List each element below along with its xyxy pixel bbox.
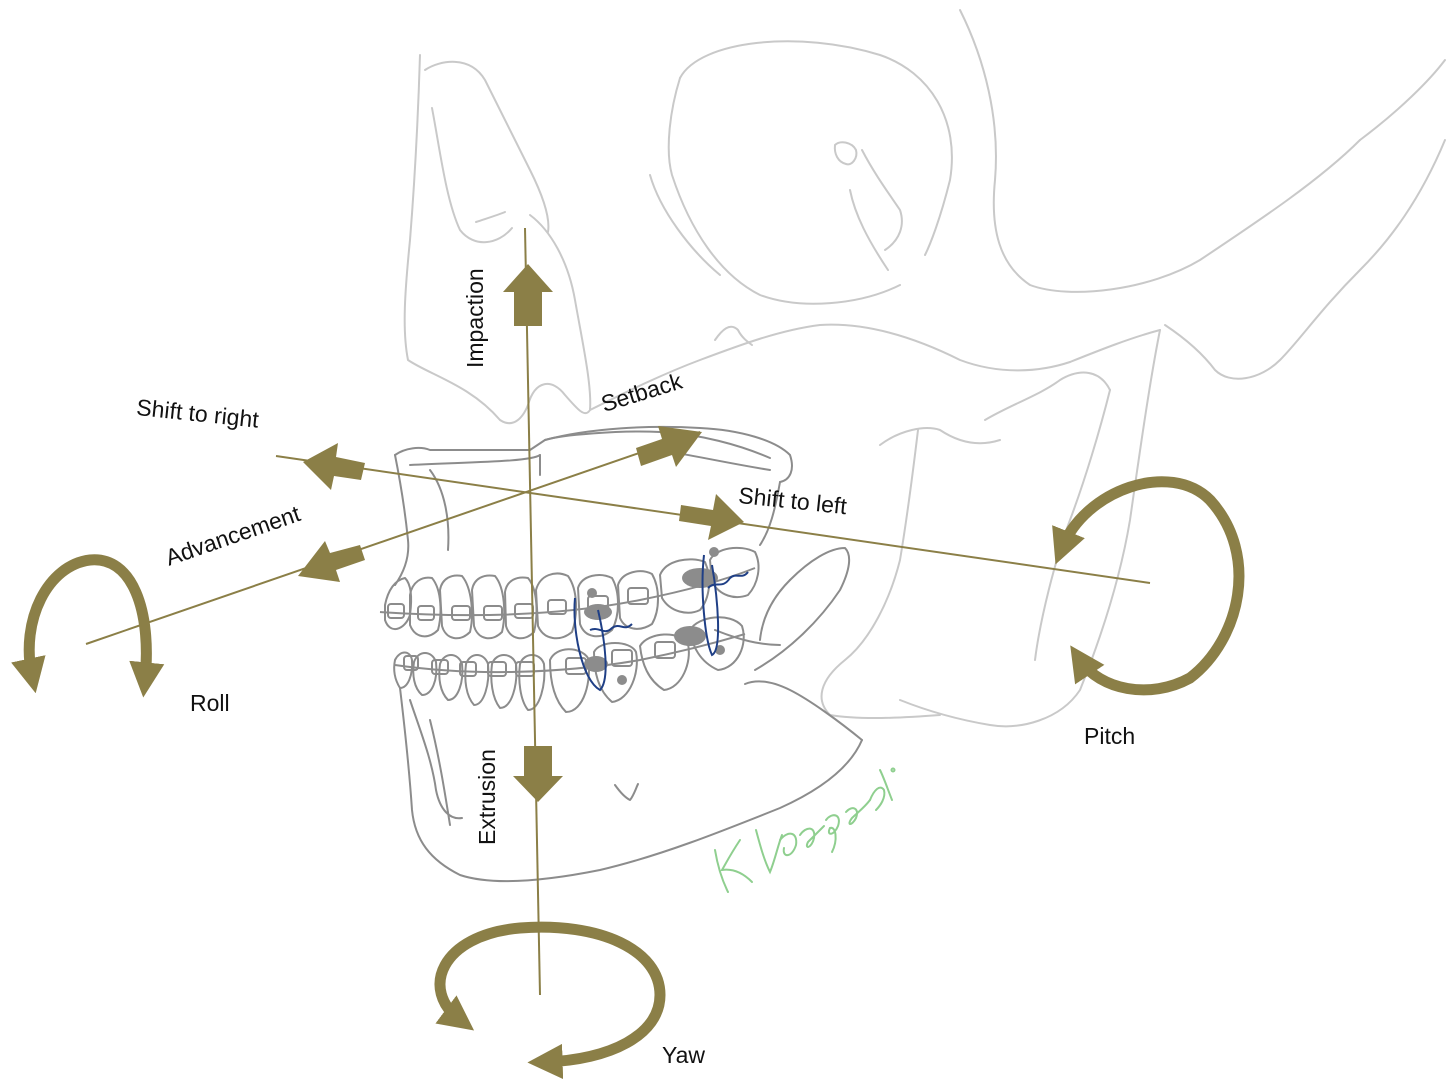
roll-arrow xyxy=(29,560,146,680)
shift-right-arrow xyxy=(303,443,365,490)
pitch-arrow xyxy=(1062,482,1239,690)
roll-label: Roll xyxy=(190,690,230,717)
advancement-arrow xyxy=(298,541,365,582)
yaw-label: Yaw xyxy=(662,1042,705,1069)
impaction-arrow xyxy=(503,264,553,326)
shift-left-arrow xyxy=(679,494,744,540)
skull-outline xyxy=(405,10,1445,726)
yaw-arrow xyxy=(440,927,660,1062)
direction-arrows xyxy=(298,264,744,802)
pitch-label: Pitch xyxy=(1084,723,1135,750)
extrusion-arrow xyxy=(513,746,563,802)
extrusion-label: Extrusion xyxy=(474,749,501,845)
impaction-label: Impaction xyxy=(462,268,489,368)
